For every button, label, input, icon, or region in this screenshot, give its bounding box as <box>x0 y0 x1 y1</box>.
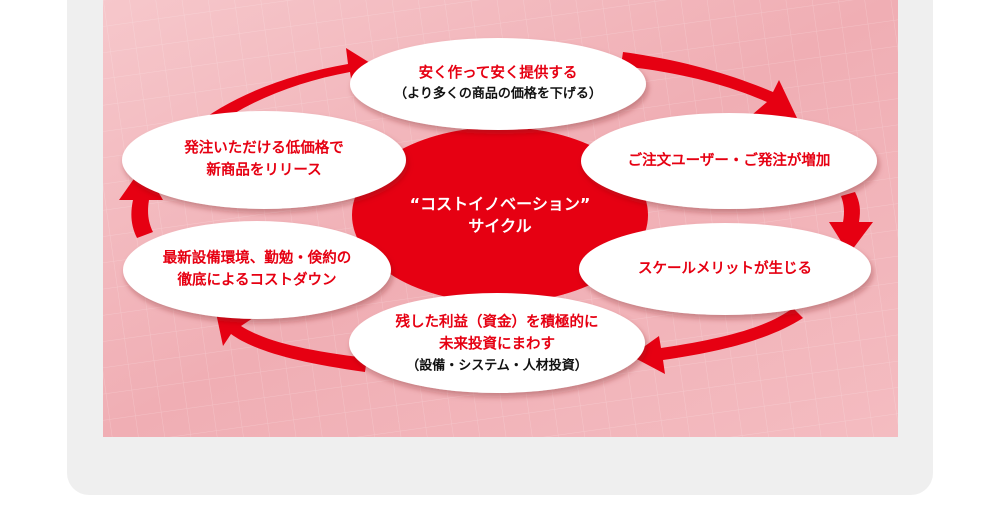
node-text: ご注文ユーザー・ご発注が増加 <box>627 152 831 169</box>
center-ellipse <box>352 127 648 303</box>
node-ellipse-bottom <box>349 293 645 393</box>
cost-innovation-cycle-diagram: “コストイノベーション” サイクル 安く作って安く提供する （より多くの商品の価… <box>103 0 898 437</box>
node-ellipse-left-top <box>122 111 406 209</box>
diagram-canvas <box>103 0 898 437</box>
node-label-left-top: 発注いただける低価格で 新商品をリリース <box>184 138 344 183</box>
node-text: 発注いただける低価格で <box>184 140 344 157</box>
node-text: 未来投資にまわす <box>439 336 555 353</box>
cycle-title-line-2: サイクル <box>468 217 532 236</box>
node-text: スケールメリットが生じる <box>638 260 812 277</box>
node-text: 徹底によるコストダウン <box>177 273 337 289</box>
node-text: 最新設備環境、勤勉・倹約の <box>162 250 352 267</box>
node-label-bottom: 残した利益（資金）を積極的に 未来投資にまわす （設備・システム・人材投資） <box>396 311 599 376</box>
node-text: 残した利益（資金）を積極的に <box>395 314 599 331</box>
arrow-to-right-top-node <box>621 52 797 118</box>
node-text: 安く作って安く提供する <box>418 65 578 82</box>
arrow-to-top-node <box>163 48 375 168</box>
node-label-right-top: ご注文ユーザー・ご発注が増加 <box>628 150 831 172</box>
node-subtext: （設備・システム・人材投資） <box>406 358 588 374</box>
arrow-to-bottom-node <box>631 308 803 374</box>
node-label-top: 安く作って安く提供する （より多くの商品の価格を下げる） <box>394 63 602 106</box>
arrow-to-left-bottom-node <box>215 308 367 372</box>
cycle-title-line-1: “コストイノベーション” <box>409 194 591 214</box>
arrow-to-right-bottom-node <box>829 192 873 254</box>
cycle-nodes <box>122 38 877 393</box>
node-ellipse-top <box>350 38 646 130</box>
node-text: 新商品をリリース <box>206 163 322 179</box>
node-label-left-bottom: 最新設備環境、勤勉・倹約の 徹底によるコストダウン <box>163 248 352 293</box>
node-subtext: （より多くの商品の価格を下げる） <box>394 87 602 103</box>
node-ellipse-right-top <box>581 113 877 209</box>
node-label-right-bottom: スケールメリットが生じる <box>638 258 812 280</box>
node-ellipse-right-bottom <box>579 223 871 315</box>
node-ellipse-left-bottom <box>123 221 391 319</box>
cycle-title: “コストイノベーション” サイクル <box>410 194 591 239</box>
